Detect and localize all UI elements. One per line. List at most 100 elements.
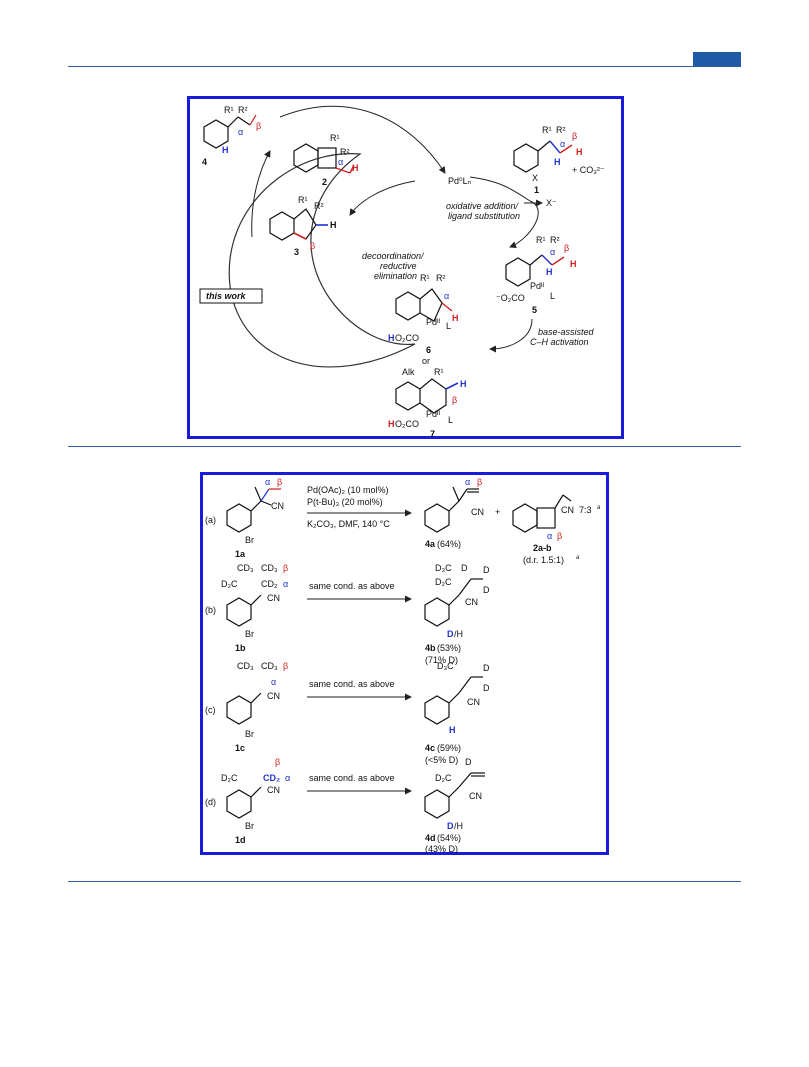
- svg-text:H: H: [546, 267, 553, 277]
- svg-text:D₂C: D₂C: [435, 577, 452, 587]
- svg-text:β: β: [564, 243, 569, 253]
- svg-text:CN: CN: [471, 507, 484, 517]
- svg-text:α: α: [285, 773, 290, 783]
- row-b-tag: (b): [205, 605, 216, 615]
- compound-5: R¹ R² α β H H Pdᴵᴵ ⁻O₂CO L 5: [496, 235, 577, 315]
- arrow-to-4: [251, 150, 271, 238]
- svg-text:H: H: [576, 147, 583, 157]
- svg-text:R²: R²: [436, 273, 446, 283]
- svg-text:Br: Br: [245, 629, 254, 639]
- svg-text:CN: CN: [561, 505, 574, 515]
- row-c-conditions: same cond. as above: [309, 679, 395, 689]
- svg-text:D₂C: D₂C: [435, 773, 452, 783]
- step-decoord-3: elimination: [374, 271, 417, 281]
- compound-1: R¹ R² α β H H X + CO₃²⁻ 1: [513, 125, 605, 195]
- svg-text:H: H: [554, 157, 561, 167]
- compound-2-number: 2: [322, 177, 327, 187]
- svg-text:D₃C: D₃C: [437, 661, 454, 671]
- r1-label: R¹: [224, 105, 234, 115]
- svg-text:H: H: [570, 259, 577, 269]
- svg-text:β: β: [310, 241, 315, 251]
- arrow-ch-activation: [489, 318, 533, 353]
- svg-text:CD₃: CD₃: [237, 661, 254, 671]
- condition-1: Pd(OAc)₂ (10 mol%): [307, 485, 389, 495]
- row-b-sm: 1b: [235, 643, 246, 653]
- compound-2: R¹ R² α H 2: [293, 133, 359, 187]
- arrow-ox-add: [469, 176, 531, 202]
- svg-text:X: X: [532, 173, 538, 183]
- header-rule: [68, 66, 741, 67]
- svg-text:R¹: R¹: [330, 133, 340, 143]
- catalytic-cycle-figure: R¹ R² α β H 4 R¹ R² α H 2 R¹ R² H β 3 Pd…: [187, 96, 624, 439]
- svg-text:Br: Br: [245, 729, 254, 739]
- svg-text:D: D: [483, 683, 490, 693]
- svg-text:Alk: Alk: [402, 367, 415, 377]
- svg-text:R¹: R¹: [434, 367, 444, 377]
- svg-text:O₂CO: O₂CO: [395, 419, 419, 429]
- compound-7: Alk R¹ H β Pdᴵᴵ L H O₂CO 7: [388, 367, 467, 439]
- footer-rule: [68, 881, 741, 882]
- step-oxidative-1: oxidative addition/: [446, 201, 520, 211]
- h-label: H: [222, 145, 229, 155]
- svg-text:H: H: [449, 725, 456, 735]
- pd0-catalyst: Pd⁰Lₙ: [448, 176, 472, 186]
- svg-text:α: α: [550, 247, 555, 257]
- middle-rule: [68, 446, 741, 447]
- svg-text:R²: R²: [314, 201, 324, 211]
- svg-text:O₂CO: O₂CO: [395, 333, 419, 343]
- svg-text:β: β: [557, 531, 562, 541]
- row-c: (c) CD₃ CD₃ β α CN Br 1c same cond. as a…: [205, 661, 490, 765]
- step-base-1: base-assisted: [538, 327, 595, 337]
- svg-text:β: β: [283, 563, 288, 573]
- step-decoord-2: reductive: [380, 261, 417, 271]
- svg-text:D₂C: D₂C: [221, 773, 238, 783]
- row-d-conditions: same cond. as above: [309, 773, 395, 783]
- svg-text:(54%): (54%): [437, 833, 461, 843]
- row-a: (a) α β CN Br 1a Pd(OAc)₂ (10 mol%) P(t-…: [205, 477, 601, 565]
- row-c-product: 4c: [425, 743, 435, 753]
- row-b: (b) CD₃ CD₃ β D₂C CD₂ α CN Br 1b same co…: [205, 563, 490, 665]
- svg-text:D: D: [465, 757, 472, 767]
- svg-text:CN: CN: [267, 691, 280, 701]
- svg-text:a: a: [576, 555, 580, 561]
- svg-text:L: L: [446, 321, 451, 331]
- row-b-product: 4b: [425, 643, 436, 653]
- svg-text:D: D: [447, 821, 454, 831]
- svg-text:(59%): (59%): [437, 743, 461, 753]
- svg-text:α: α: [265, 477, 270, 487]
- row-c-deuterium: (<5% D): [425, 755, 458, 765]
- svg-text:α: α: [283, 579, 288, 589]
- alpha-label: α: [238, 127, 243, 137]
- catalytic-cycle-svg: R¹ R² α β H 4 R¹ R² α H 2 R¹ R² H β 3 Pd…: [199, 105, 605, 439]
- compound-4: R¹ R² α β H 4: [202, 105, 261, 167]
- svg-text:β: β: [275, 757, 280, 767]
- compound-1-number: 1: [534, 185, 539, 195]
- svg-text:β: β: [452, 395, 457, 405]
- svg-text:D: D: [483, 565, 490, 575]
- svg-text:(53%): (53%): [437, 643, 461, 653]
- svg-text:H: H: [460, 379, 467, 389]
- svg-text:α: α: [560, 139, 565, 149]
- header-tab: [693, 52, 741, 67]
- svg-text:H: H: [388, 333, 395, 343]
- row-c-sm: 1c: [235, 743, 245, 753]
- row-a-dr: (d.r. 1.5:1): [523, 555, 564, 565]
- svg-text:⁻O₂CO: ⁻O₂CO: [496, 293, 525, 303]
- condition-3: K₂CO₃, DMF, 140 °C: [307, 519, 390, 529]
- svg-text:R¹: R¹: [542, 125, 552, 135]
- svg-text:β: β: [277, 477, 282, 487]
- svg-text:D₂C: D₂C: [221, 579, 238, 589]
- row-a-product: 4a: [425, 539, 436, 549]
- row-a-ratio: 7:3: [579, 505, 592, 515]
- r2-label: R²: [238, 105, 248, 115]
- svg-text:CN: CN: [467, 697, 480, 707]
- svg-text:β: β: [477, 477, 482, 487]
- compound-4-number: 4: [202, 157, 207, 167]
- row-a-yield: (64%): [437, 539, 461, 549]
- svg-text:D: D: [483, 585, 490, 595]
- compound-6: R¹ R² α H Pdᴵᴵ L H O₂CO 6 or: [388, 273, 459, 366]
- svg-text:H: H: [330, 220, 337, 230]
- svg-text:R²: R²: [556, 125, 566, 135]
- compound-7-number: 7: [430, 429, 435, 439]
- svg-text:CD₃: CD₃: [237, 563, 254, 573]
